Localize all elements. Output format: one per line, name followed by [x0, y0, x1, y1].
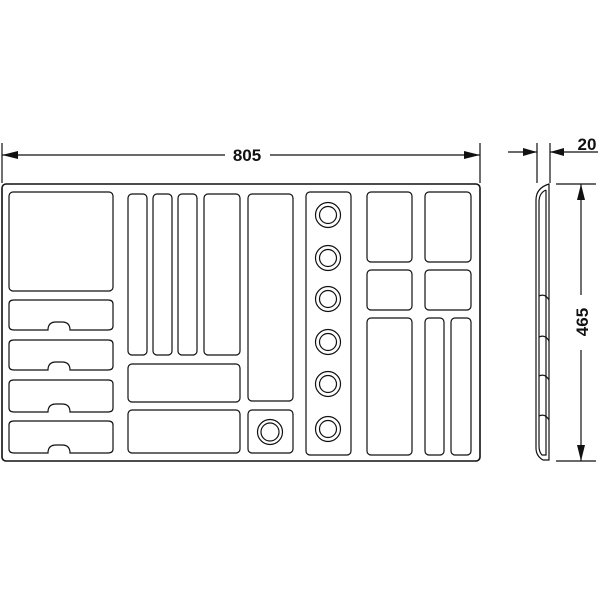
compartment-narrow-slot-2 — [152, 193, 173, 356]
round-holder-bottom — [256, 418, 284, 446]
spice-holder-2-inner — [318, 248, 338, 268]
side-profile-inner — [538, 189, 547, 456]
spice-holders — [314, 201, 342, 443]
spice-holder-1-inner — [318, 205, 338, 225]
depth-dimension — [508, 143, 598, 183]
compartment-wide-tray-lower — [127, 409, 241, 454]
spice-holder-3-outer — [314, 285, 342, 313]
side-profile — [535, 183, 550, 461]
compartment-tall-center — [247, 193, 294, 402]
compartment-handle-tray-2 — [8, 339, 114, 371]
side-profile-ridge-3 — [538, 374, 550, 381]
spice-holder-4-inner — [318, 332, 338, 352]
compartment-right-top-right — [424, 191, 472, 263]
compartment-right-slot-2 — [450, 317, 472, 456]
compartment-small-square — [247, 409, 294, 454]
width-arrow-left — [2, 151, 18, 159]
depth-arrow-right — [550, 148, 564, 156]
side-profile-ridge-2 — [538, 335, 550, 342]
spice-holder-6-outer — [314, 415, 342, 443]
height-dimension — [556, 183, 596, 462]
spice-holder-1-outer — [314, 201, 342, 229]
compartment-narrow-slot-3 — [177, 193, 198, 356]
round-holder-bottom-inner — [260, 422, 280, 442]
compartment-right-small-right — [424, 269, 472, 311]
depth-label: 20 — [578, 135, 597, 154]
height-arrow-bottom — [577, 445, 585, 461]
height-label: 465 — [573, 308, 592, 336]
width-arrow-right — [464, 151, 480, 159]
compartment-right-small-left — [366, 269, 413, 311]
spice-holder-5-inner — [318, 374, 338, 394]
compartment-large-top-left — [8, 191, 114, 292]
width-dimension — [1, 143, 481, 183]
insert-outer-frame — [1, 183, 481, 462]
compartment-handle-tray-4 — [8, 420, 114, 454]
depth-arrow-left — [523, 148, 537, 156]
compartment-spice-column — [305, 191, 352, 456]
insert-top-view — [1, 183, 481, 462]
side-profile-ridge-1 — [538, 294, 550, 301]
compartment-right-top-left — [366, 191, 413, 263]
spice-holder-6-inner — [318, 419, 338, 439]
spice-holder-5-outer — [314, 370, 342, 398]
spice-holder-4-outer — [314, 328, 342, 356]
side-profile-ridge-4 — [538, 414, 550, 421]
width-label: 805 — [233, 146, 261, 165]
compartment-right-slot-1 — [424, 317, 445, 456]
spice-holder-2-outer — [314, 244, 342, 272]
compartment-narrow-slot-1 — [127, 193, 148, 356]
compartment-right-tall — [366, 317, 413, 456]
height-arrow-top — [577, 184, 585, 200]
compartment-handle-tray-1 — [8, 299, 114, 331]
spice-holder-3-inner — [318, 289, 338, 309]
side-profile-outer — [535, 183, 550, 461]
compartment-wide-tray-upper — [127, 363, 241, 403]
compartment-medium-slot — [203, 193, 241, 356]
compartment-handle-tray-3 — [8, 379, 114, 413]
